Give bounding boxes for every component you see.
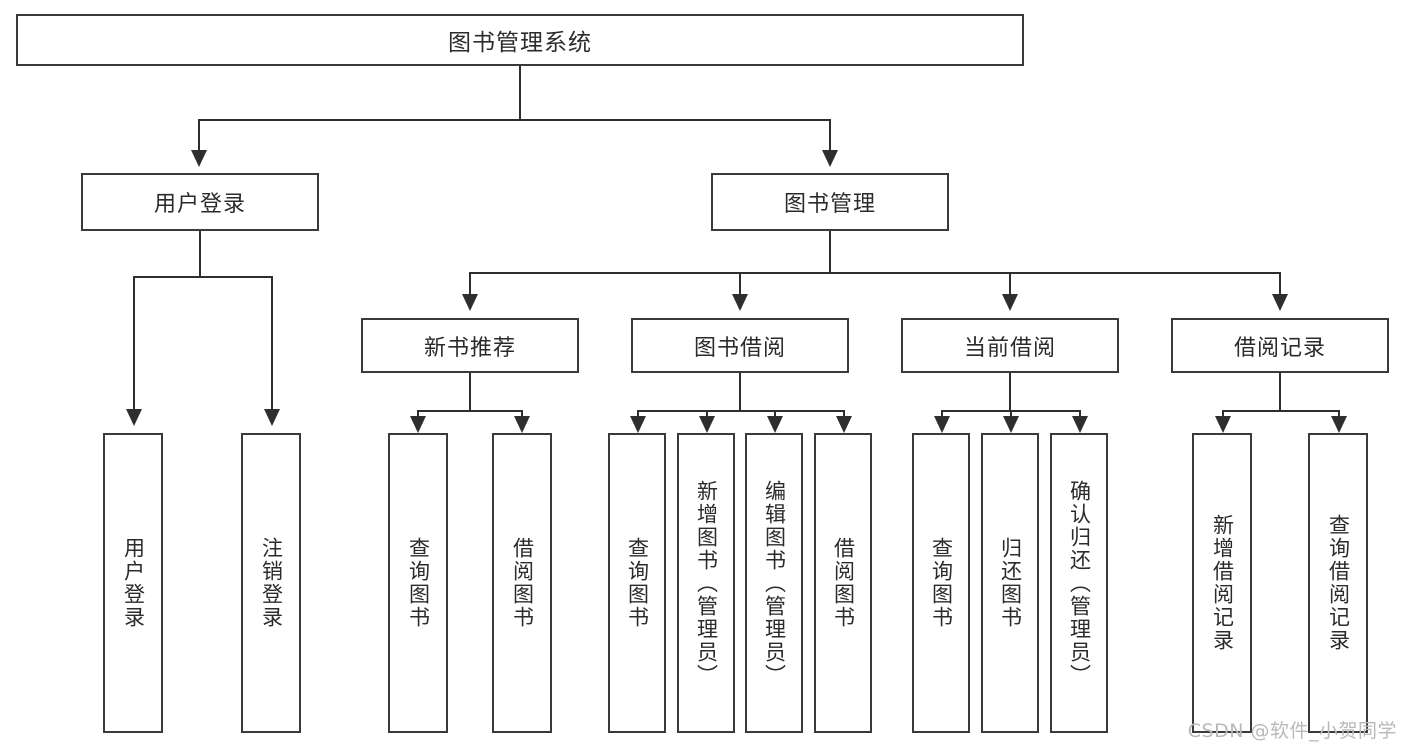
- connector-book-borrow-stem: [739, 373, 741, 411]
- node-label: 图书管理系统: [448, 30, 592, 56]
- node-leaf-query-record[interactable]: 查询借阅记录: [1308, 433, 1368, 733]
- arrowhead-to-borrow-record: [1272, 294, 1288, 311]
- node-label: 编辑图书（管理员）: [762, 479, 787, 687]
- arrowhead-leaf-add-record: [1215, 416, 1231, 433]
- connector-bb-branch-3: [774, 410, 776, 419]
- node-label: 借阅图书: [510, 537, 535, 629]
- node-label: 新增借阅记录: [1210, 514, 1235, 652]
- node-label: 查询图书: [406, 537, 431, 629]
- arrowhead-to-user-login: [191, 150, 207, 167]
- node-current-borrow[interactable]: 当前借阅: [901, 318, 1119, 373]
- connector-cb-branch-1: [941, 410, 943, 419]
- connector-br-branch-1: [1222, 410, 1224, 419]
- connector-user-login-branch-1: [133, 276, 135, 411]
- connector-user-login-stem: [199, 231, 201, 277]
- connector-to-book-borrow: [739, 272, 741, 295]
- connector-borrow-record-bar: [1222, 410, 1339, 412]
- node-label: 图书管理: [783, 192, 876, 217]
- connector-new-book-recommend-bar: [417, 410, 522, 412]
- node-leaf-query-book-2[interactable]: 查询图书: [608, 433, 666, 733]
- node-leaf-add-book[interactable]: 新增图书（管理员）: [677, 433, 735, 733]
- arrowhead-leaf-borrow-book-1: [514, 416, 530, 433]
- connector-bb-branch-4: [843, 410, 845, 419]
- arrowhead-leaf-user-login: [126, 409, 142, 426]
- node-label: 当前借阅: [963, 335, 1056, 361]
- connector-to-user-login: [198, 119, 200, 152]
- arrowhead-leaf-query-book-3: [934, 416, 950, 433]
- connector-level3-bar: [469, 272, 1279, 274]
- node-user-login[interactable]: 用户登录: [81, 173, 319, 231]
- arrowhead-leaf-borrow-book-2: [836, 416, 852, 433]
- node-label: 确认归还（管理员）: [1067, 479, 1092, 687]
- connector-current-borrow-stem: [1009, 373, 1011, 411]
- arrowhead-leaf-query-record: [1331, 416, 1347, 433]
- node-label: 注销登录: [259, 537, 284, 629]
- connector-book-management-stem: [829, 231, 831, 273]
- node-leaf-edit-book[interactable]: 编辑图书（管理员）: [745, 433, 803, 733]
- connector-to-borrow-record: [1279, 272, 1281, 295]
- arrowhead-leaf-logout-login: [264, 409, 280, 426]
- node-leaf-query-book-1[interactable]: 查询图书: [388, 433, 448, 733]
- node-label: 图书借阅: [693, 335, 786, 361]
- node-label: 借阅图书: [831, 537, 856, 629]
- node-leaf-confirm-return[interactable]: 确认归还（管理员）: [1050, 433, 1108, 733]
- node-label: 查询图书: [625, 537, 650, 629]
- node-new-book-recommend[interactable]: 新书推荐: [361, 318, 579, 373]
- connector-bb-branch-1: [637, 410, 639, 419]
- node-label: 新增图书（管理员）: [694, 479, 719, 687]
- node-leaf-add-record[interactable]: 新增借阅记录: [1192, 433, 1252, 733]
- node-label: 查询图书: [929, 537, 954, 629]
- connector-cb-branch-3: [1079, 410, 1081, 419]
- node-book-management[interactable]: 图书管理: [711, 173, 949, 231]
- node-label: 用户登录: [153, 192, 246, 217]
- node-borrow-record[interactable]: 借阅记录: [1171, 318, 1389, 373]
- connector-br-branch-2: [1338, 410, 1340, 419]
- arrowhead-leaf-confirm-return: [1072, 416, 1088, 433]
- connector-bb-branch-2: [706, 410, 708, 419]
- node-book-borrow[interactable]: 图书借阅: [631, 318, 849, 373]
- arrowhead-leaf-add-book: [699, 416, 715, 433]
- node-leaf-borrow-book-2[interactable]: 借阅图书: [814, 433, 872, 733]
- connector-root-stem: [519, 66, 521, 120]
- connector-to-new-book-recommend: [469, 272, 471, 295]
- connector-cb-branch-2: [1010, 410, 1012, 419]
- connector-user-login-bar: [133, 276, 273, 278]
- node-label: 归还图书: [998, 537, 1023, 629]
- connector-new-book-recommend-stem: [469, 373, 471, 411]
- node-leaf-return-book[interactable]: 归还图书: [981, 433, 1039, 733]
- arrowhead-leaf-query-book-2: [630, 416, 646, 433]
- connector-user-login-branch-2: [271, 276, 273, 411]
- node-leaf-user-login[interactable]: 用户登录: [103, 433, 163, 733]
- arrowhead-to-book-borrow: [732, 294, 748, 311]
- arrowhead-leaf-return-book: [1003, 416, 1019, 433]
- node-leaf-borrow-book-1[interactable]: 借阅图书: [492, 433, 552, 733]
- arrowhead-to-current-borrow: [1002, 294, 1018, 311]
- arrowhead-to-new-book-recommend: [462, 294, 478, 311]
- connector-to-book-management: [829, 119, 831, 152]
- csdn-watermark: CSDN @软件_小贺同学: [1187, 720, 1397, 742]
- node-root-system[interactable]: 图书管理系统: [16, 14, 1024, 66]
- node-label: 新书推荐: [423, 335, 516, 361]
- connector-nbr-branch-2: [521, 410, 523, 419]
- node-label: 用户登录: [121, 537, 146, 629]
- node-leaf-logout-login[interactable]: 注销登录: [241, 433, 301, 733]
- node-label: 借阅记录: [1233, 335, 1326, 361]
- connector-book-borrow-bar: [637, 410, 845, 412]
- arrowhead-leaf-query-book-1: [410, 416, 426, 433]
- connector-nbr-branch-1: [417, 410, 419, 419]
- connector-level2-bar: [198, 119, 831, 121]
- node-leaf-query-book-3[interactable]: 查询图书: [912, 433, 970, 733]
- connector-borrow-record-stem: [1279, 373, 1281, 411]
- node-label: 查询借阅记录: [1326, 514, 1351, 652]
- arrowhead-leaf-edit-book: [767, 416, 783, 433]
- arrowhead-to-book-management: [822, 150, 838, 167]
- connector-to-current-borrow: [1009, 272, 1011, 295]
